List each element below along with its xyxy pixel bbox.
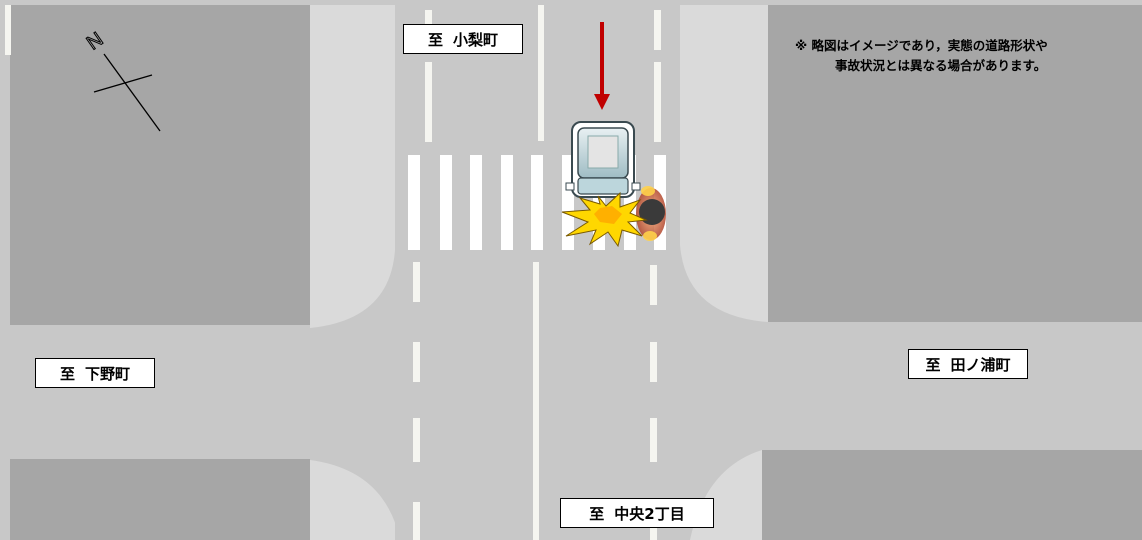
note-line-1: ※ 略図はイメージであり，実態の道路形状や <box>795 38 1048 53</box>
direction-arrow-icon <box>594 22 610 110</box>
direction-prefix: 至 <box>59 365 75 383</box>
block-ne <box>768 5 1142 322</box>
car-icon <box>565 121 641 198</box>
disclaimer-note: ※ 略図はイメージであり，実態の道路形状や 事故状況とは異なる場合があります。 <box>795 36 1115 76</box>
direction-label-west: 至下野町 <box>35 358 155 388</box>
place-name: 中央2丁目 <box>614 505 685 523</box>
place-name: 下野町 <box>85 365 131 383</box>
road-edge-nw <box>310 0 400 328</box>
block-nw <box>10 5 310 325</box>
direction-prefix: 至 <box>427 31 443 49</box>
block-sw <box>10 459 310 540</box>
pedestrian-icon <box>636 186 666 241</box>
direction-prefix: 至 <box>925 356 941 374</box>
collision-burst-icon <box>561 191 648 248</box>
corner-nw <box>310 5 395 328</box>
road-edge-ne <box>680 0 768 322</box>
place-name: 小梨町 <box>453 31 499 49</box>
block-se <box>762 450 1142 540</box>
direction-label-east: 至田ノ浦町 <box>908 349 1028 379</box>
road-edge-se <box>690 450 762 540</box>
direction-label-south: 至中央2丁目 <box>560 498 714 528</box>
note-line-2: 事故状況とは異なる場合があります。 <box>835 58 1047 73</box>
lane-lines <box>5 5 661 540</box>
place-name: 田ノ浦町 <box>950 356 1011 374</box>
direction-label-north: 至小梨町 <box>403 24 523 54</box>
road-edge-sw <box>310 460 400 540</box>
corner-ne <box>680 5 768 322</box>
direction-prefix: 至 <box>589 505 605 523</box>
